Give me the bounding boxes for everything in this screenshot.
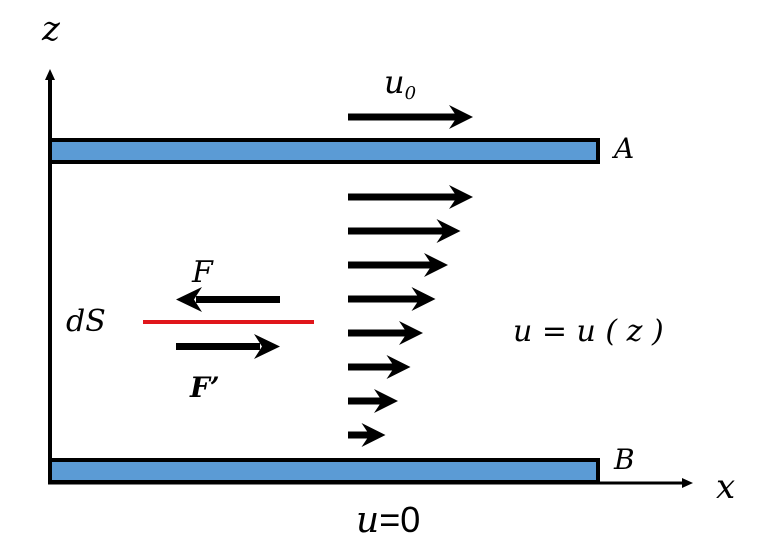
plate-b <box>48 458 600 484</box>
velocity-arrow <box>348 355 411 379</box>
velocity-profile <box>348 185 473 447</box>
plate-a-label: A <box>614 132 635 165</box>
force-f-prime-arrow <box>176 334 280 359</box>
z-axis-label: z <box>42 9 60 49</box>
top-velocity-arrow-shape <box>348 105 473 129</box>
velocity-arrow <box>348 219 461 243</box>
bottom-velocity-symbol: u <box>356 500 380 541</box>
profile-equation: u = u ( z ) <box>513 314 664 349</box>
force-f-prime-label: F’ <box>190 371 220 404</box>
z-axis-arrowhead <box>45 69 55 80</box>
plate-b-label: B <box>614 443 635 476</box>
velocity-arrow <box>348 185 473 209</box>
velocity-arrow <box>348 423 386 447</box>
x-axis-arrowhead <box>682 478 693 488</box>
velocity-arrow <box>348 321 423 345</box>
bottom-velocity-value: =0 <box>379 499 421 540</box>
velocity-arrow <box>348 389 398 413</box>
velocity-arrow <box>348 253 448 277</box>
surface-label: dS <box>66 304 106 339</box>
top-velocity-subscript: 0 <box>404 83 417 104</box>
velocity-arrow <box>348 287 436 311</box>
x-axis-label: x <box>716 467 736 507</box>
top-velocity-symbol: u <box>384 63 405 101</box>
force-f-label: F <box>192 255 213 290</box>
top-velocity-label: u0 <box>384 66 416 103</box>
force-f-arrow <box>176 287 280 312</box>
bottom-velocity-label: u=0 <box>356 502 420 539</box>
plate-a <box>48 138 600 164</box>
top-plate-velocity-arrow <box>348 105 473 129</box>
